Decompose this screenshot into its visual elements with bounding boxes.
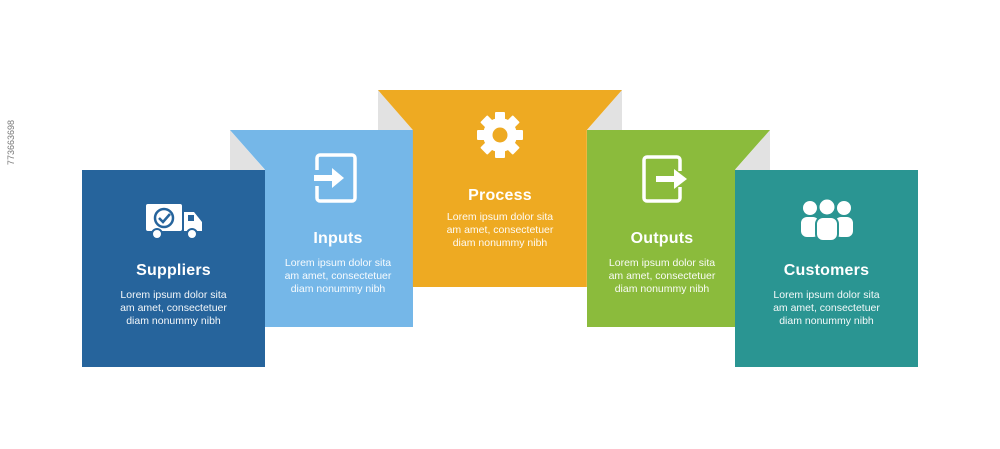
step-title: Process <box>468 187 532 204</box>
step-title: Suppliers <box>136 262 211 279</box>
step-body: Lorem ipsum dolor sita am amet, consecte… <box>773 289 880 327</box>
step-body: Lorem ipsum dolor sita am amet, consecte… <box>446 211 554 249</box>
step-body: Lorem ipsum dolor sita am amet, consecte… <box>120 289 227 327</box>
step-title: Outputs <box>630 230 694 247</box>
fold-shadow-inputs <box>230 130 265 170</box>
gear-icon <box>477 112 523 158</box>
step-card-customers: Customers Lorem ipsum dolor sita am amet… <box>735 170 918 367</box>
step-card-process: Process Lorem ipsum dolor sita am amet, … <box>378 90 622 287</box>
sign-in-icon <box>313 153 357 203</box>
step-body: Lorem ipsum dolor sita am amet, consecte… <box>608 257 716 295</box>
step-title: Inputs <box>313 230 363 247</box>
sign-out-icon <box>641 155 687 203</box>
step-title: Customers <box>783 262 870 279</box>
delivery-truck-check-icon <box>145 204 202 240</box>
fold-shadow-outputs <box>735 130 770 170</box>
fold-shadow-process-right <box>587 90 622 130</box>
people-group-icon <box>800 198 853 242</box>
stock-id: 773663698 <box>6 120 16 166</box>
step-card-suppliers: Suppliers Lorem ipsum dolor sita am amet… <box>82 170 265 367</box>
step-body: Lorem ipsum dolor sita am amet, consecte… <box>284 257 392 295</box>
